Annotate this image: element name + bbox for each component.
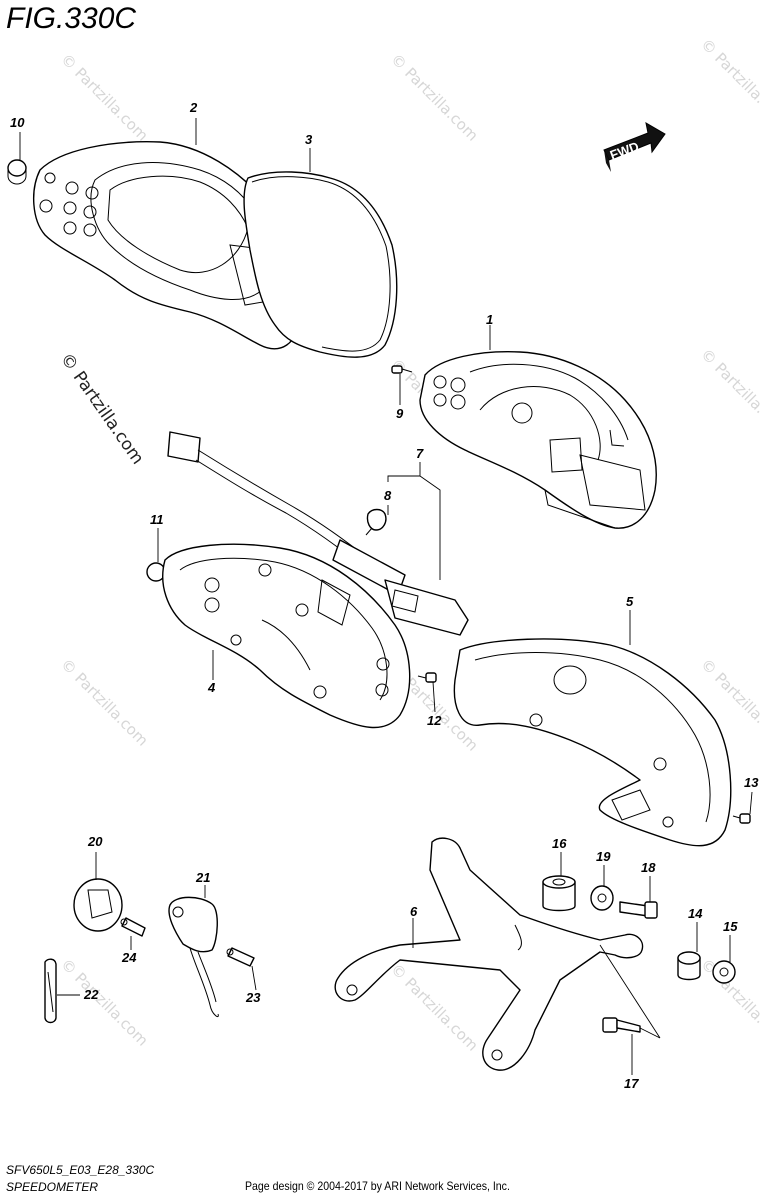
part-5-lower-cover [453,638,732,847]
watermark: © Partzilla.com [57,955,152,1050]
callout-2: 2 [189,100,198,115]
callout-7: 7 [416,446,424,461]
callout-10: 10 [10,115,25,130]
part-19-washer [590,885,614,911]
callout-23: 23 [245,990,261,1005]
part-6-bracket [334,837,644,1071]
watermark: © Partzilla.com [57,50,152,145]
part-13-screw [732,813,751,824]
callout-22: 22 [83,987,99,1002]
part-17-bolt [602,1017,641,1033]
fwd-label: FWD [608,139,641,163]
callout-15: 15 [723,919,738,934]
callout-16: 16 [552,836,567,851]
callout-12: 12 [427,713,442,728]
watermark: © Partzilla.com [57,655,152,750]
part-21-sensor [168,896,219,1018]
callout-14: 14 [688,906,703,921]
part-3-gasket [243,171,398,358]
callout-21: 21 [195,870,210,885]
copyright-notice: Page design © 2004-2017 by ARI Network S… [245,1179,510,1193]
watermark: © Partzilla.com [387,50,482,145]
callout-24: 24 [121,950,137,965]
leader-lines [19,118,753,1075]
callout-labels: 1 2 3 4 5 6 7 8 9 10 11 12 13 14 15 16 1… [10,100,759,1091]
model-code: SFV650L5_E03_E28_330C [6,1163,155,1177]
callout-13: 13 [744,775,759,790]
callout-5: 5 [626,594,634,609]
part-20-socket [73,878,123,932]
part-2-meter-cover [32,141,301,350]
callout-18: 18 [641,860,656,875]
callout-4: 4 [207,680,216,695]
part-23-screw [226,947,255,967]
part-4-case [162,543,411,729]
section-name: SPEEDOMETER [6,1180,99,1194]
callout-19: 19 [596,849,611,864]
watermark: © Partzilla.com [697,345,761,440]
part-7-wire-harness [167,431,469,636]
part-22-clamp [44,958,57,1024]
watermark: © Partzilla.com [387,960,482,1055]
part-16-bushing [542,875,576,912]
part-24-screw [120,917,146,937]
part-10-cap [7,159,27,185]
part-12-screw [417,672,437,683]
watermark-dark: © Partzilla.com [56,349,148,468]
callout-8: 8 [384,488,392,503]
callout-20: 20 [87,834,103,849]
callout-6: 6 [410,904,418,919]
watermark: © Partzilla.com [697,35,761,130]
part-9-screw [391,365,413,374]
callout-9: 9 [396,406,404,421]
part-18-bolt [619,901,658,919]
part-1-meter-assembly [419,351,657,529]
fwd-arrow: FWD [603,122,666,172]
callout-3: 3 [305,132,313,147]
part-14-bushing [677,951,701,981]
figure-title: FIG.330C [6,2,137,35]
part-15-nut [712,960,736,984]
callout-1: 1 [486,312,493,327]
callout-11: 11 [150,512,164,527]
callout-17: 17 [624,1076,639,1091]
part-8-clamp [365,508,387,536]
